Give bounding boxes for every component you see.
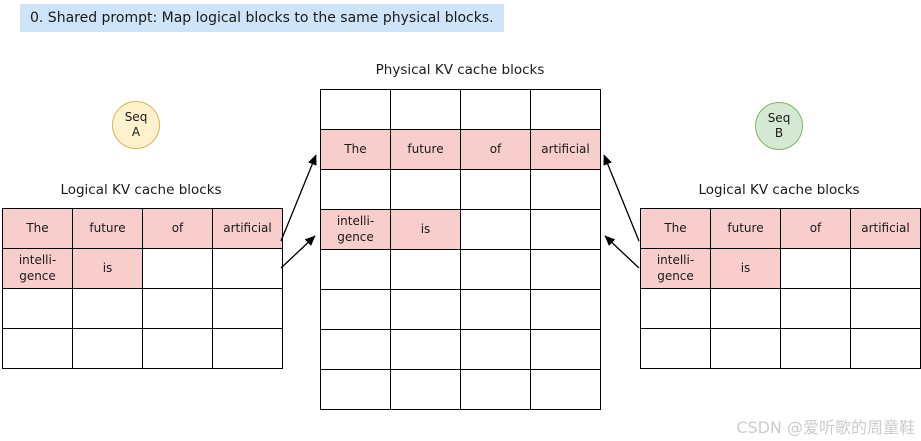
kv-block-cell (850, 248, 921, 289)
kv-block-cell (530, 209, 601, 250)
kv-block-cell (530, 369, 601, 410)
kv-block-cell (320, 369, 391, 410)
kv-block-row (320, 249, 601, 290)
kv-block-cell (320, 329, 391, 370)
kv-block-cell (320, 169, 391, 210)
kv-block-cell (212, 248, 283, 289)
kv-block-cell (710, 328, 781, 369)
kv-block-cell (640, 328, 711, 369)
kv-block-cell (2, 288, 73, 329)
kv-block-cell: is (390, 209, 461, 250)
arrow-seq-a-block1-to-physical (280, 235, 316, 269)
kv-block-cell (850, 288, 921, 329)
kv-block-cell (320, 249, 391, 290)
kv-block-cell: intelli- gence (640, 248, 711, 289)
watermark: CSDN @爱听歌的周童鞋 (736, 418, 915, 437)
kv-block-row (640, 288, 921, 329)
title: 0. Shared prompt: Map logical blocks to … (20, 4, 504, 32)
kv-block-cell: future (710, 208, 781, 249)
arrow-seq-b-block0-to-physical (603, 154, 640, 242)
kv-block-cell: future (390, 129, 461, 170)
kv-block-row (2, 288, 283, 329)
kv-block-cell (460, 329, 531, 370)
kv-block-cell: is (72, 248, 143, 289)
kv-block-cell (710, 288, 781, 329)
kv-block-cell: of (780, 208, 851, 249)
physical-table-caption: Physical KV cache blocks (375, 62, 545, 78)
kv-block-cell (320, 289, 391, 330)
kv-block-cell (530, 329, 601, 370)
kv-block-cell (142, 288, 213, 329)
kv-block-cell: of (460, 129, 531, 170)
kv-block-cell: artificial (850, 208, 921, 249)
kv-block-cell (640, 288, 711, 329)
kv-block-cell (212, 328, 283, 369)
kv-block-cell: future (72, 208, 143, 249)
kv-block-cell (390, 289, 461, 330)
kv-block-row (320, 369, 601, 410)
seq-b-badge: Seq B (755, 102, 803, 150)
kv-block-row (320, 169, 601, 210)
kv-block-cell (780, 248, 851, 289)
kv-block-cell (390, 249, 461, 290)
kv-block-cell (72, 288, 143, 329)
kv-block-row (320, 289, 601, 330)
kv-block-cell (460, 369, 531, 410)
kv-block-row (2, 328, 283, 369)
arrow-seq-a-block0-to-physical (280, 154, 317, 242)
kv-block-cell (142, 248, 213, 289)
kv-block-cell: artificial (530, 129, 601, 170)
left-logical-table-caption: Logical KV cache blocks (60, 182, 222, 198)
kv-block-cell: The (320, 129, 391, 170)
kv-block-cell: is (710, 248, 781, 289)
kv-block-row (640, 328, 921, 369)
kv-block-cell: of (142, 208, 213, 249)
kv-block-cell (460, 169, 531, 210)
kv-block-cell: The (2, 208, 73, 249)
kv-block-cell: intelli- gence (2, 248, 73, 289)
kv-block-cell: intelli- gence (320, 209, 391, 250)
kv-block-cell (530, 289, 601, 330)
kv-block-cell (530, 89, 601, 130)
right-logical-table-caption: Logical KV cache blocks (698, 182, 860, 198)
kv-block-cell (212, 288, 283, 329)
seq-a-badge: Seq A (112, 101, 160, 149)
kv-block-cell (460, 249, 531, 290)
kv-block-cell: artificial (212, 208, 283, 249)
seq-b-label: Seq B (767, 111, 791, 140)
kv-block-cell (780, 288, 851, 329)
kv-block-row (320, 89, 601, 130)
kv-block-cell (390, 89, 461, 130)
kv-block-cell (2, 328, 73, 369)
seq-a-label: Seq A (124, 110, 148, 139)
kv-block-cell (530, 169, 601, 210)
kv-block-cell (390, 169, 461, 210)
kv-block-cell (780, 328, 851, 369)
kv-block-cell (142, 328, 213, 369)
kv-block-cell (320, 89, 391, 130)
kv-block-cell: The (640, 208, 711, 249)
kv-block-cell (850, 328, 921, 369)
kv-block-cell (530, 249, 601, 290)
kv-block-row (320, 329, 601, 370)
kv-block-cell (390, 329, 461, 370)
kv-block-cell (460, 289, 531, 330)
kv-block-cell (460, 209, 531, 250)
kv-block-cell (72, 328, 143, 369)
arrow-seq-b-block1-to-physical (604, 235, 640, 269)
kv-block-cell (460, 89, 531, 130)
kv-block-cell (390, 369, 461, 410)
